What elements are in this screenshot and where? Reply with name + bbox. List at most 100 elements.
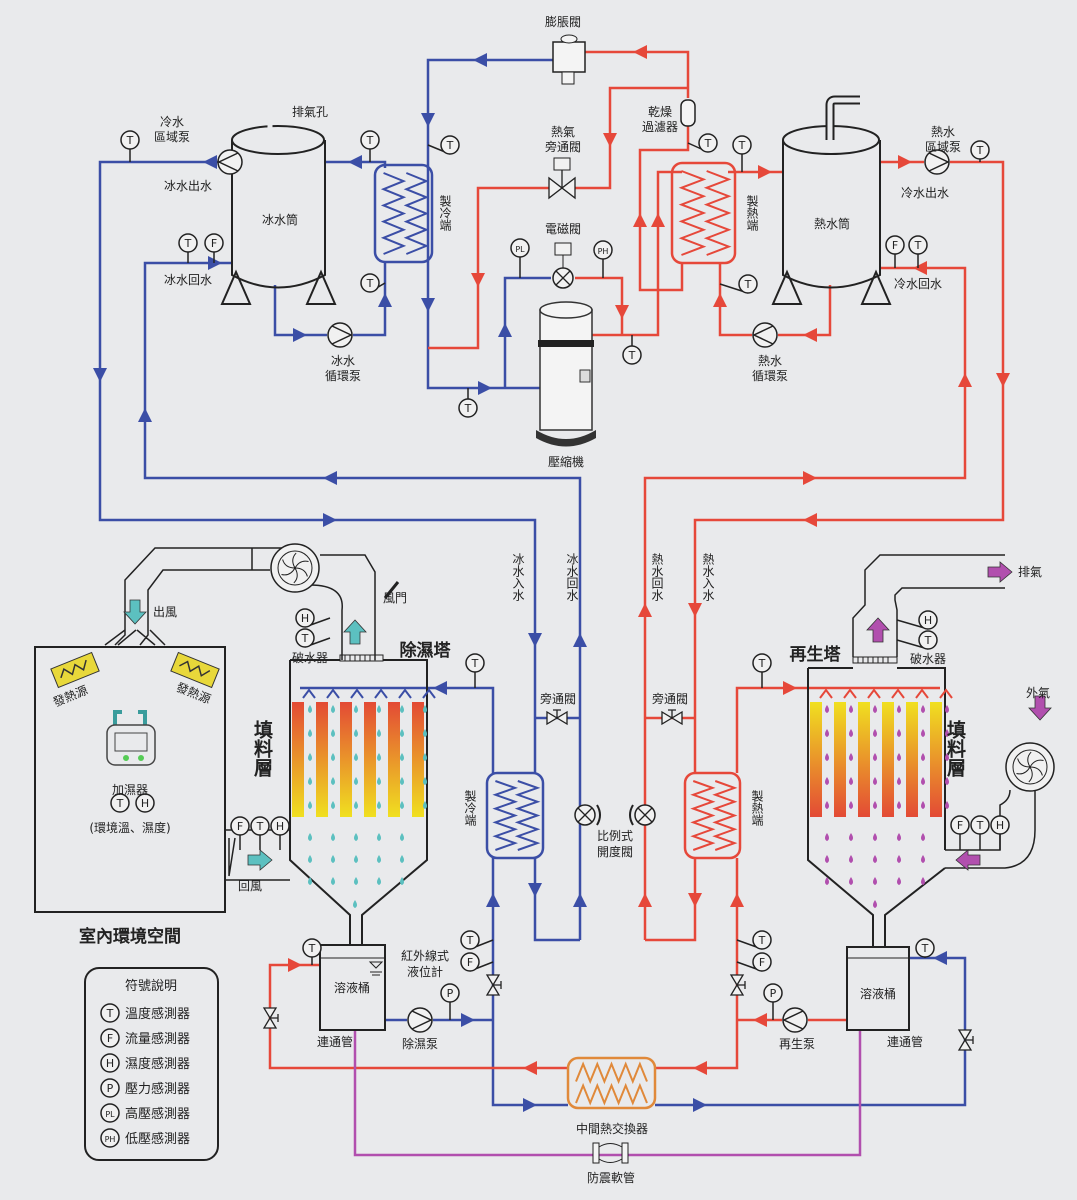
pump-icon (407, 1007, 433, 1033)
airflow-arrow-icon (955, 849, 981, 871)
intermediate-heat-exchanger (566, 1056, 657, 1110)
flow-arrow-icon (348, 155, 362, 169)
droplet-icon (825, 777, 829, 785)
heat-source-icon (50, 651, 100, 689)
droplet-icon (897, 833, 901, 841)
flow-arrow-icon (913, 261, 927, 275)
sensor-pl: PL (100, 1103, 120, 1123)
flow-arrow-icon (933, 951, 947, 965)
sensor-symbol: T (976, 144, 984, 157)
sensor-p: P (100, 1078, 120, 1098)
flow-arrow-icon (528, 883, 542, 897)
sensor-t: T (915, 938, 935, 958)
solution-return-pipe (268, 858, 847, 1070)
demister-right-label: 破水器 (910, 651, 946, 666)
valve-loop-right[interactable] (957, 1029, 974, 1051)
sensor-h: H (100, 1053, 120, 1073)
hot-zone-pump-label-2: 區域泵 (925, 140, 961, 154)
droplet-icon (400, 777, 404, 785)
sensor-t: T (687, 133, 718, 153)
exhaust-label: 排氣 (1018, 565, 1042, 579)
flow-arrow-icon (208, 256, 222, 270)
sensor-h: H (990, 815, 1010, 850)
proportional-valve-left[interactable] (574, 804, 596, 826)
flex-hose (592, 1142, 629, 1164)
sensor-f: F (460, 952, 494, 972)
droplet-icon (331, 777, 335, 785)
sensor-t: T (752, 653, 772, 688)
chilled-hx2-out-pipe (533, 858, 580, 942)
hot-gas-bypass-valve[interactable] (548, 157, 576, 200)
sensor-symbol: PH (598, 247, 609, 256)
droplet-icon (873, 900, 877, 908)
sensor-t: T (622, 335, 642, 365)
hot-circ-pipe (718, 263, 832, 337)
sensor-symbol: H (924, 614, 932, 627)
sensor-ph: PH (100, 1128, 120, 1148)
solenoid-valve-body[interactable] (552, 267, 574, 289)
sensor-t: T (732, 135, 752, 172)
regen-tower-label: 再生塔 (790, 644, 842, 665)
droplet-icon (423, 705, 427, 713)
sensor-symbol: T (126, 134, 134, 147)
cold-zone-pump-label-2: 區域泵 (154, 130, 190, 144)
droplet-icon (873, 877, 877, 885)
sensor-t: T (302, 938, 322, 965)
droplet-icon (945, 801, 949, 809)
proportional-valve-right[interactable] (634, 804, 656, 826)
chilled-circ-pump-label: 冰水 (331, 354, 355, 368)
packing-left-label: 填料層 (251, 719, 273, 778)
heat-source-icon (170, 651, 220, 689)
droplet-icon (308, 777, 312, 785)
sensor-symbol: T (471, 657, 479, 670)
droplet-icon (849, 855, 853, 863)
hot-hx2-out-pipe (645, 858, 697, 942)
cold-tank-label: 冰水筒 (262, 212, 298, 227)
sensor-t: T (360, 273, 386, 293)
valve-left[interactable] (485, 974, 502, 996)
flex-hose-label: 防震軟管 (587, 1170, 635, 1185)
pump-icon (782, 1007, 808, 1033)
cold-zone-pump-label: 冷水 (160, 115, 184, 129)
bypass-valve-left[interactable] (546, 709, 568, 726)
spray-header-left (300, 686, 495, 773)
sensor-symbol: T (466, 934, 474, 947)
flow-arrow-icon (293, 328, 307, 342)
cold-water-tank (220, 89, 337, 305)
hot-return-pipe (643, 266, 967, 940)
expansion-valve-label: 膨脹閥 (545, 15, 581, 29)
droplet-icon (897, 855, 901, 863)
droplet-icon (921, 801, 925, 809)
solenoid-valve[interactable] (554, 242, 572, 268)
airflow-arrow-icon (123, 599, 147, 625)
damper-icon[interactable] (383, 581, 400, 599)
valve-loop-left[interactable] (262, 1007, 279, 1029)
packing-column (834, 702, 846, 817)
droplet-icon (825, 705, 829, 713)
spray-header-right (735, 686, 940, 773)
droplet-icon (945, 753, 949, 761)
bypass-valve-right[interactable] (661, 709, 683, 726)
droplet-icon (849, 877, 853, 885)
sensor-symbol: T (366, 134, 374, 147)
sensor-f: F (204, 233, 224, 263)
hot-tank-label: 熱水筒 (814, 216, 850, 231)
level-gauge-label: 紅外線式 (401, 948, 449, 963)
sensor-symbol: T (366, 277, 374, 290)
flow-arrow-icon (523, 1098, 537, 1112)
sensor-symbol: T (704, 137, 712, 150)
dehumidifier-tower (289, 654, 428, 945)
flow-arrow-icon (730, 893, 744, 907)
droplet-icon (308, 753, 312, 761)
valve-right[interactable] (729, 974, 746, 996)
cold-heat-exchanger (373, 163, 434, 264)
droplet-icon (377, 801, 381, 809)
sensor-symbol: T (106, 1007, 114, 1020)
pump-icon (327, 322, 353, 348)
droplet-icon (400, 729, 404, 737)
sensor-t: T (460, 930, 494, 950)
sensor-symbol: PL (105, 1110, 115, 1119)
droplet-icon (921, 833, 925, 841)
hot-end-2-label: 製熱端 (750, 790, 764, 827)
cold-end-label: 製冷端 (438, 195, 452, 232)
